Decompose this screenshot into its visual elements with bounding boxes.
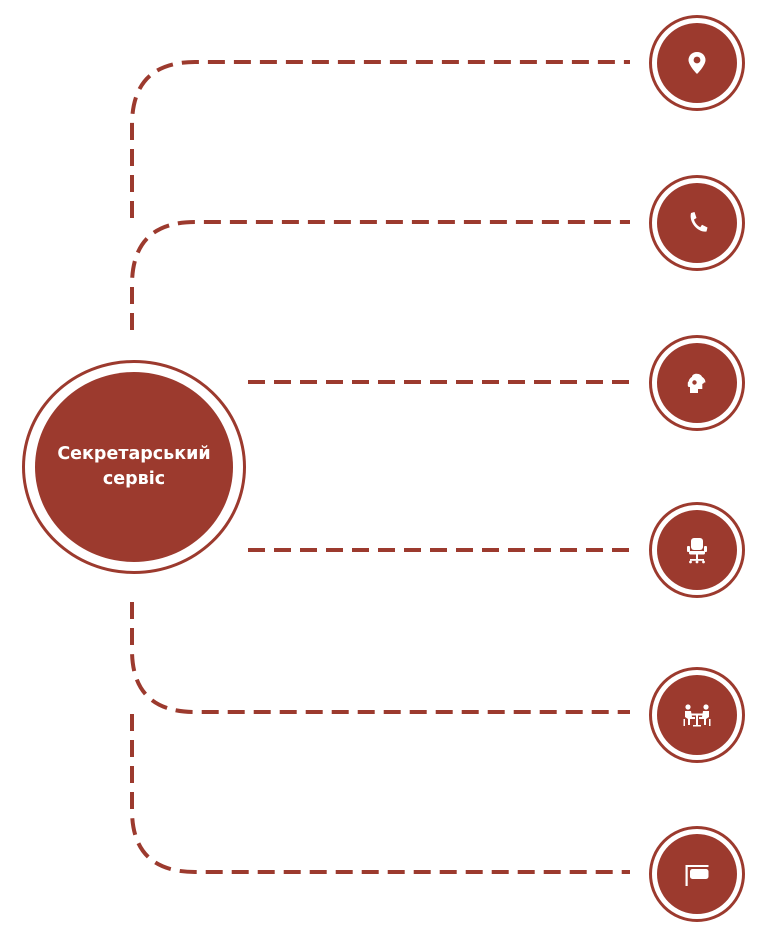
office-chair-icon	[687, 538, 707, 564]
hub-title-line2: сервіс	[102, 469, 166, 489]
node-location	[649, 15, 745, 111]
phone-handset-icon	[690, 212, 708, 232]
hub-core: Секретарський сервіс	[35, 372, 233, 562]
connector-to-meeting	[130, 602, 630, 714]
call-center-headset-icon	[687, 373, 706, 393]
node-headset	[649, 335, 745, 431]
connector-to-phone	[130, 220, 630, 330]
node-meeting	[649, 667, 745, 763]
node-phone	[649, 175, 745, 271]
meeting-table-icon	[683, 704, 711, 727]
location-pin-icon	[688, 52, 706, 74]
node-signboard	[649, 826, 745, 922]
connector-to-signboard	[130, 714, 630, 874]
hub-circle: Секретарський сервіс	[22, 360, 246, 574]
connector-to-location	[130, 60, 630, 218]
signboard-icon	[685, 865, 709, 886]
node-office-chair	[649, 502, 745, 598]
hub-title-line1: Секретарський	[57, 444, 211, 464]
